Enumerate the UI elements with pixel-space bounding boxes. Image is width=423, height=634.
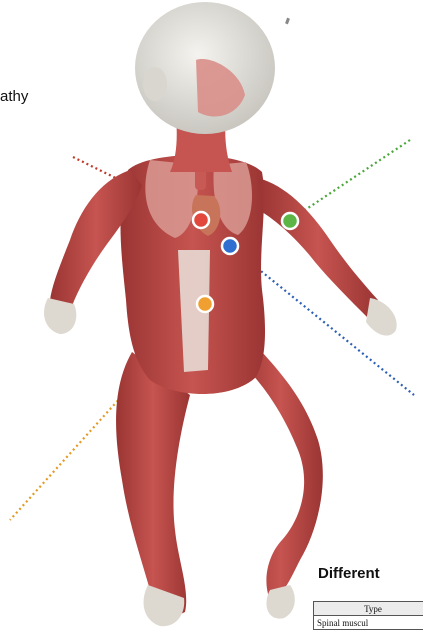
right-foot	[266, 585, 294, 619]
blue-marker	[222, 238, 238, 254]
table-header-row: Type	[314, 602, 423, 616]
table-header-cell: Type	[314, 602, 423, 616]
orange-marker	[197, 296, 213, 312]
table-row: Spinal muscul	[314, 616, 423, 630]
right-leg	[238, 352, 323, 600]
right-arm	[258, 178, 378, 318]
ear	[143, 67, 167, 101]
green-marker	[282, 213, 298, 229]
table-fragment: Type Spinal muscul	[313, 601, 423, 630]
green-leader-line	[290, 140, 410, 220]
infant-anatomy-figure	[44, 2, 397, 626]
section-heading: Different	[318, 565, 380, 582]
table-cell: Spinal muscul	[314, 616, 423, 630]
red-marker	[193, 212, 209, 228]
right-hand	[366, 298, 397, 336]
